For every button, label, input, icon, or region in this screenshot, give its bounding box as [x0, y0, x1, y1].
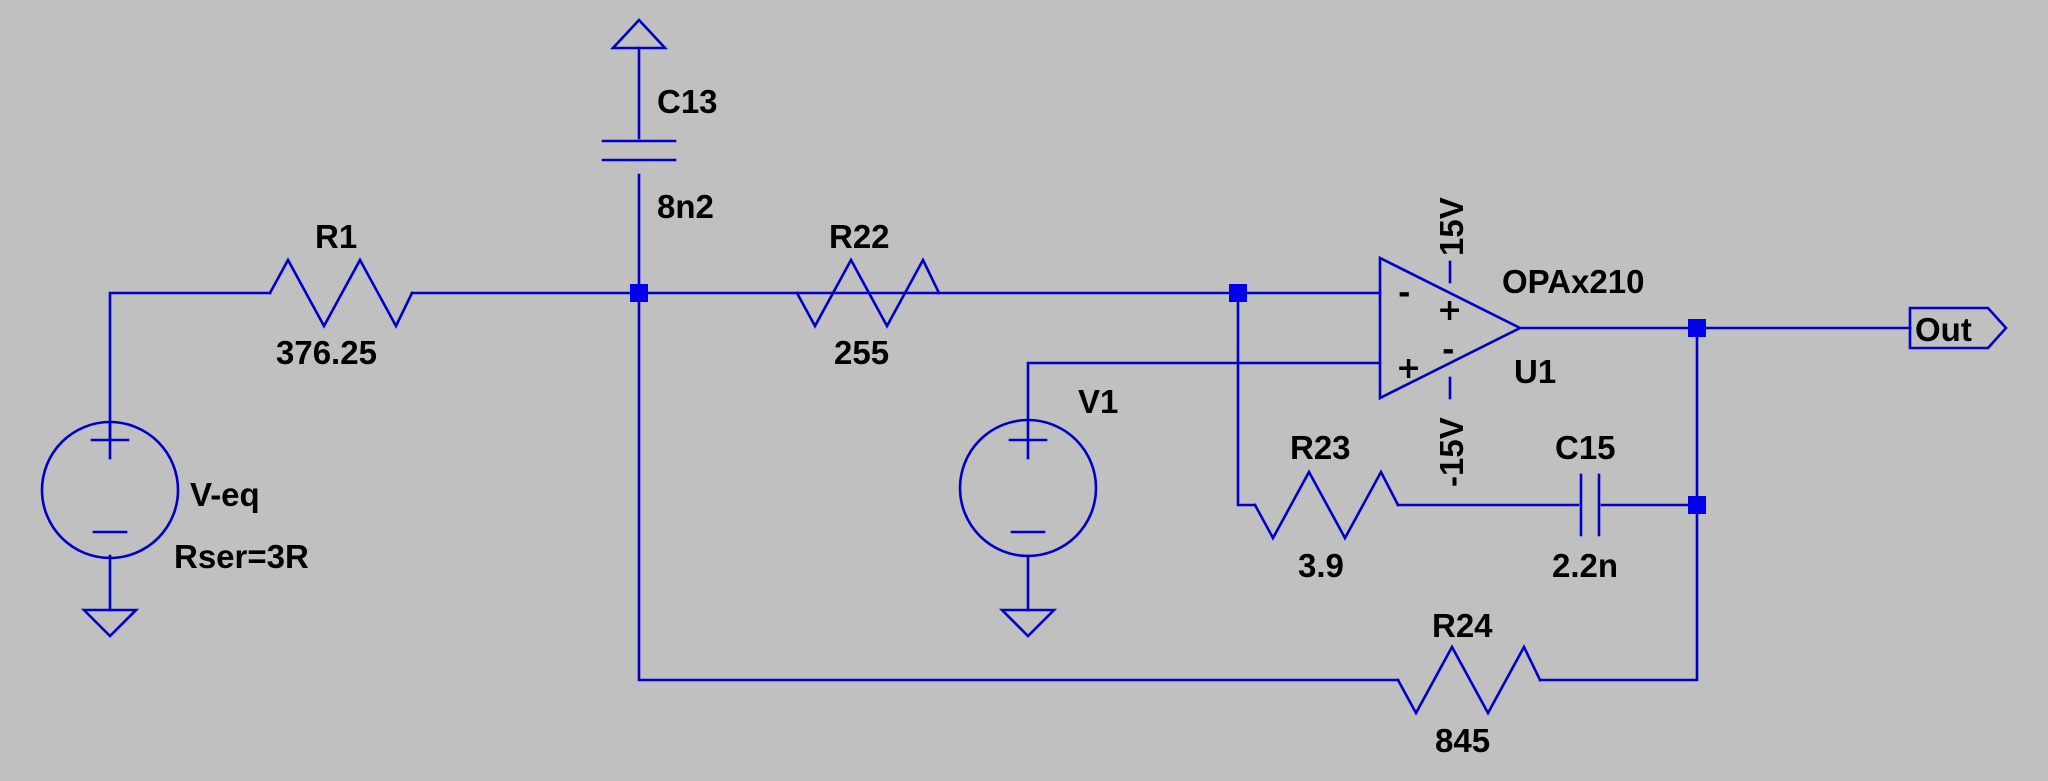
junction-dot — [1688, 319, 1706, 337]
opamp-noninverting-sign: + — [1396, 351, 1421, 386]
veq-name: V-eq — [190, 476, 260, 513]
wire-r24-to-node-out[interactable] — [1538, 326, 1699, 682]
output-port-label: Out — [1915, 311, 1972, 348]
c13-name: C13 — [657, 83, 718, 120]
u1-supply-neg: -15V — [1433, 417, 1470, 487]
wire-veq-to-r1[interactable] — [108, 291, 272, 442]
voltage-source-icon[interactable] — [958, 418, 1098, 558]
u1-name: U1 — [1514, 353, 1556, 390]
opamp-supply-neg-sign: - — [1442, 333, 1454, 368]
veq-rser: Rser=3R — [174, 538, 309, 575]
c15-name: C15 — [1555, 429, 1616, 466]
r24-value: 845 — [1435, 722, 1490, 759]
r22-value: 255 — [834, 334, 889, 371]
r1-name: R1 — [315, 218, 357, 255]
c15-value: 2.2n — [1552, 547, 1618, 584]
wire-node2-to-r23[interactable] — [1236, 291, 1257, 507]
capacitor-icon[interactable] — [601, 139, 677, 162]
voltage-source-icon[interactable] — [40, 420, 180, 560]
resistor-icon[interactable] — [1253, 469, 1400, 541]
r24-name: R24 — [1432, 607, 1493, 644]
ground-icon — [80, 608, 140, 638]
opamp-inverting-sign: - — [1398, 276, 1410, 311]
ground-icon — [610, 18, 668, 50]
ground-icon — [998, 608, 1058, 638]
junction-dot — [630, 284, 648, 302]
r1-value: 376.25 — [276, 334, 377, 371]
wire-v1-to-noninv-input[interactable] — [1026, 361, 1382, 422]
resistor-icon[interactable] — [268, 257, 414, 329]
junction-dot — [1688, 496, 1706, 514]
junction-dot — [1229, 284, 1247, 302]
r23-name: R23 — [1290, 429, 1351, 466]
resistor-icon[interactable] — [795, 257, 941, 329]
u1-model: OPAx210 — [1502, 263, 1644, 300]
resistor-icon[interactable] — [1396, 644, 1542, 716]
output-port-icon[interactable] — [1908, 306, 2008, 350]
v1-name: V1 — [1078, 383, 1118, 420]
r22-name: R22 — [829, 218, 890, 255]
r23-value: 3.9 — [1298, 547, 1344, 584]
opamp-supply-pos-sign: + — [1437, 293, 1462, 328]
u1-supply-pos: 15V — [1433, 197, 1470, 256]
c13-value: 8n2 — [657, 188, 714, 225]
capacitor-icon[interactable] — [1579, 473, 1601, 537]
wires — [108, 46, 1912, 682]
opamp-icon[interactable] — [1378, 255, 1523, 401]
wire-node1-to-r24[interactable] — [637, 291, 1400, 682]
